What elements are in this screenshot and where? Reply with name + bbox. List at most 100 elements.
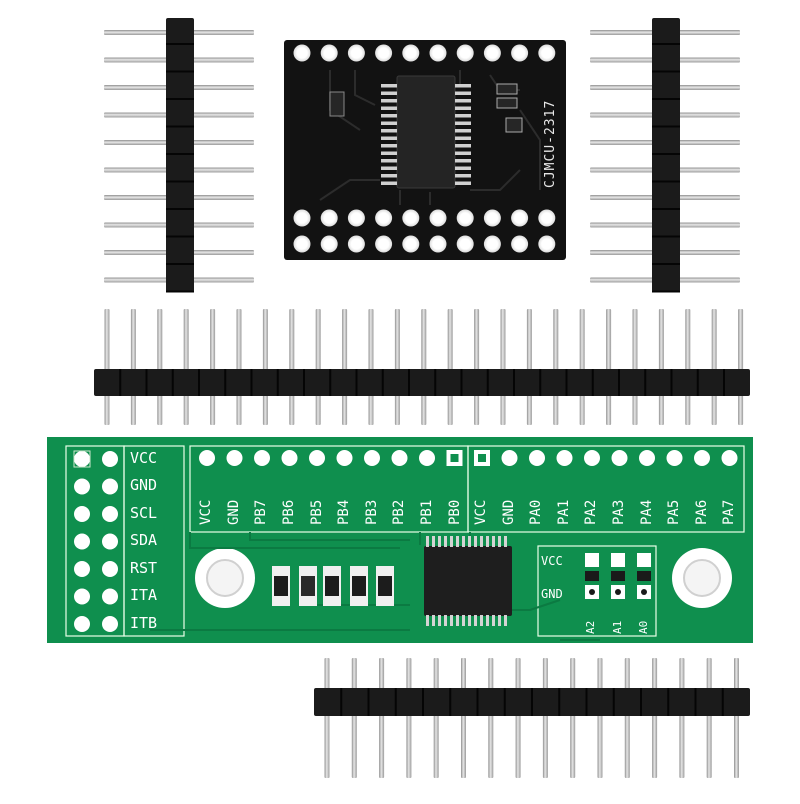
bottom-header-segment <box>531 688 533 716</box>
chip-lead <box>381 84 397 88</box>
left-pin-header-segment <box>166 208 194 210</box>
chip-lead <box>381 106 397 110</box>
address-label-a1: A1 <box>611 620 624 634</box>
right-pin-header-segment <box>652 180 680 183</box>
long-header-segment <box>513 369 515 396</box>
black-board-pad-bottom <box>538 235 556 253</box>
bottom-header-segment <box>476 688 479 716</box>
long-header-pin <box>262 309 268 425</box>
black-board-pad-bottom <box>375 209 393 227</box>
port-b-label: PB2 <box>391 499 407 525</box>
long-header-segment <box>329 369 332 396</box>
chip-lead <box>462 536 465 547</box>
addr-vcc-label: VCC <box>541 554 563 568</box>
chip-lead <box>381 159 397 163</box>
long-header-pin <box>606 309 612 425</box>
chip-lead <box>455 129 471 133</box>
chip-lead <box>381 174 397 178</box>
chip-lead <box>381 114 397 118</box>
bottom-header-pin <box>406 658 412 778</box>
jumper-resistor <box>637 571 651 581</box>
black-board-pad-bottom <box>511 235 529 253</box>
black-board-pad-top <box>456 44 474 62</box>
left-pin-header-segment <box>166 70 194 73</box>
long-header-segment <box>539 369 542 396</box>
black-board-pad-bottom <box>429 209 447 227</box>
bottom-header-segment <box>340 688 343 716</box>
long-header-pin <box>658 309 664 425</box>
green-board-pad <box>74 506 90 522</box>
long-header-segment <box>644 369 647 396</box>
left-pin-header-segment <box>166 263 194 265</box>
long-header-pin <box>183 309 189 425</box>
long-header-segment <box>381 369 384 396</box>
smd-component <box>301 576 315 596</box>
square-pad-hole <box>478 454 486 462</box>
green-board-pad <box>102 451 118 467</box>
mounting-hole <box>683 559 721 597</box>
long-header-pin <box>632 309 638 425</box>
green-board-pad <box>74 533 90 550</box>
long-header-segment <box>696 369 699 396</box>
left-pin-header-segment <box>166 180 194 183</box>
port-b-label: VCC <box>198 499 214 525</box>
port-a-label: PA0 <box>528 499 544 525</box>
bottom-header-segment <box>394 688 397 716</box>
address-label-a2: A2 <box>584 620 597 634</box>
black-board-trace <box>470 169 521 191</box>
chip-lead <box>432 536 435 547</box>
bottom-header-segment <box>585 688 588 716</box>
black-board-pad-bottom <box>293 235 311 253</box>
long-header-segment <box>460 369 463 396</box>
green-board-pad <box>254 450 270 466</box>
left-label-box <box>123 445 185 637</box>
smd-component <box>274 576 288 596</box>
long-header-segment <box>723 369 725 396</box>
pin-label-gnd: GND <box>130 476 158 494</box>
bottom-header-segment <box>667 688 670 716</box>
jumper-resistor <box>585 571 599 581</box>
chip-lead <box>468 536 471 547</box>
right-pin-header-segment <box>652 98 680 100</box>
green-board-pad <box>666 450 683 466</box>
address-label-a0: A0 <box>637 620 650 634</box>
pin-label-sda: SDA <box>130 531 158 549</box>
black-board-trace <box>319 179 380 201</box>
bottom-header-segment <box>422 688 424 716</box>
bottom-header-pin <box>597 658 603 778</box>
chip-lead <box>474 615 477 626</box>
smd-component <box>352 576 366 596</box>
left-pin-header-segment <box>166 98 194 100</box>
bottom-header-pin <box>379 658 385 778</box>
chip-lead <box>438 536 441 547</box>
pin-label-scl: SCL <box>130 504 158 522</box>
chip-lead <box>444 615 447 626</box>
green-board-pad <box>364 450 380 466</box>
left-pin-header-segment <box>166 43 194 45</box>
chip-lead <box>426 536 429 547</box>
bottom-header-segment <box>694 688 697 716</box>
bottom-header-pin <box>679 658 685 778</box>
chip-lead <box>455 91 471 95</box>
black-board-pad-bottom <box>320 235 338 253</box>
chip-lead <box>455 121 471 125</box>
chip-lead <box>456 536 459 547</box>
port-a-label: PA6 <box>694 499 710 525</box>
long-header-pin <box>447 309 453 425</box>
green-board-pad <box>102 616 118 632</box>
chip-lead <box>455 159 471 163</box>
green-board-pad <box>74 588 90 605</box>
chip-lead <box>438 615 441 626</box>
chip-lead <box>381 136 397 140</box>
black-board-pad-bottom <box>483 209 501 227</box>
smd-component <box>325 576 339 596</box>
green-board-pad <box>309 450 325 466</box>
bottom-header-pin <box>652 658 658 778</box>
black-board-pad-top <box>320 44 338 62</box>
chip-lead <box>492 615 495 626</box>
port-b-label: PB1 <box>419 499 435 525</box>
long-header-segment <box>276 369 279 396</box>
port-a-label: PA2 <box>583 499 599 525</box>
jumper-pad <box>637 553 651 567</box>
right-pin-header-segment <box>652 70 680 73</box>
